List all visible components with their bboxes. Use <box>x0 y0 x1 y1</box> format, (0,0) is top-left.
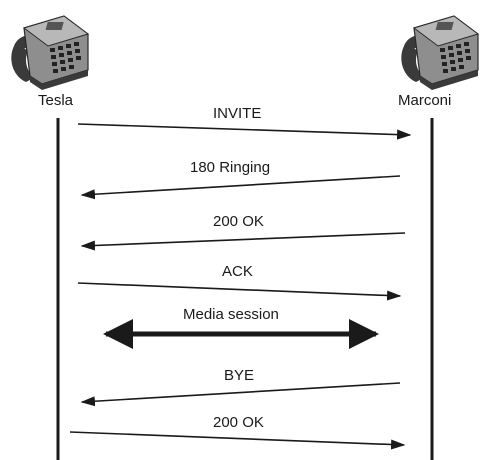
message-arrow-bye <box>80 382 401 407</box>
message-label-200-ok-final: 200 OK <box>213 414 264 431</box>
endpoint-name-tesla: Tesla <box>38 92 74 109</box>
message-arrow-180-ringing <box>80 175 401 200</box>
desk-phone-icon <box>401 15 480 90</box>
desk-phone-icon <box>11 15 90 90</box>
message-arrow-invite <box>77 123 412 140</box>
message-label-200-ok: 200 OK <box>213 213 264 230</box>
message-label-ack: ACK <box>222 263 253 280</box>
message-label-media-session: Media session <box>183 306 279 323</box>
message-label-bye: BYE <box>224 367 255 384</box>
message-arrow-ack <box>77 282 402 301</box>
message-label-invite: INVITE <box>213 105 262 122</box>
endpoint-name-marconi: Marconi <box>398 92 452 109</box>
message-arrow-200-ok-final <box>69 431 406 450</box>
message-label-180-ringing: 180 Ringing <box>190 159 271 176</box>
message-arrow-200-ok <box>80 232 406 251</box>
